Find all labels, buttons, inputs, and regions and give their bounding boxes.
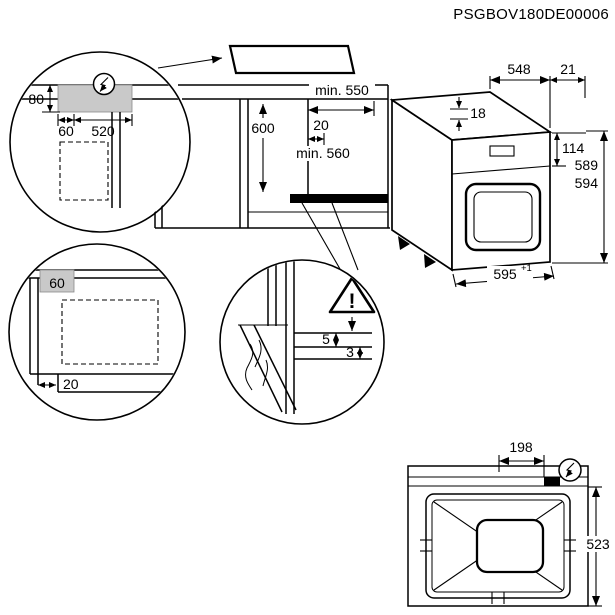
detail-circle-outline <box>219 259 385 425</box>
dim-lower-gap: 3 <box>346 344 354 360</box>
detail-rear-clearance: 5 3 ! <box>219 259 385 425</box>
dim-zone-width: 520 <box>91 123 115 139</box>
lightning-bolt-icon <box>558 458 582 482</box>
control-panel-divider <box>451 165 551 175</box>
oven-door-window <box>464 182 542 252</box>
oven-foot <box>398 236 410 250</box>
main-cabinet-view: 600 min. 550 20 min. 560 <box>154 44 390 271</box>
dim-panel-height: 114 <box>562 140 585 156</box>
detail-electrical-connection: 80 60 520 <box>9 51 191 233</box>
terminal-box <box>544 477 560 486</box>
control-display <box>489 145 515 157</box>
warning-exclamation: ! <box>349 290 356 313</box>
dim-oven-height-b: 594 <box>575 175 599 191</box>
dim-niche-height: 600 <box>251 120 275 136</box>
oven-foot <box>424 254 436 268</box>
cavity-center-outline <box>475 518 545 574</box>
lightning-bolt-icon <box>92 72 116 96</box>
detail-circle-outline <box>9 51 191 233</box>
dim-oven-height-a: 589 <box>575 157 599 173</box>
dim-oven-width: 595 <box>493 266 517 282</box>
dim-top-depth: 523 <box>586 536 610 552</box>
dim-zone-height: 80 <box>28 91 44 107</box>
dim-top-clearance: 18 <box>470 105 486 121</box>
dim-plinth-gap: 20 <box>63 376 79 392</box>
dim-oven-depth: 548 <box>507 61 531 77</box>
ventilation-bar <box>290 194 388 203</box>
warning-triangle-icon: ! <box>328 276 376 331</box>
dim-oven-width-tolerance: +1 <box>521 263 532 274</box>
oven-door-window-inner <box>473 191 533 243</box>
document-code: PSGBOV180DE00006 <box>453 6 609 23</box>
oven-top-view: 198 523 <box>407 439 612 607</box>
callout-arrow <box>157 55 223 69</box>
dim-zone-offset: 60 <box>58 123 74 139</box>
detail-side-view: 60 20 <box>8 243 186 421</box>
dim-rear-gap: 20 <box>313 117 329 133</box>
dim-zone-offset: 60 <box>49 275 65 291</box>
connection-zone <box>39 269 75 293</box>
dim-connection-offset: 198 <box>509 439 533 455</box>
worktop-cross-section <box>239 324 297 413</box>
oven-perspective-view: 548 21 18 114 589 594 595 +1 <box>389 61 608 288</box>
dim-door-protrusion: 21 <box>560 61 576 77</box>
dim-upper-gap: 5 <box>322 331 330 347</box>
detail-circle-outline <box>8 243 186 421</box>
dim-niche-width: min. 560 <box>296 145 350 161</box>
worktop-cutout <box>228 44 356 75</box>
dim-niche-depth: min. 550 <box>315 82 369 98</box>
